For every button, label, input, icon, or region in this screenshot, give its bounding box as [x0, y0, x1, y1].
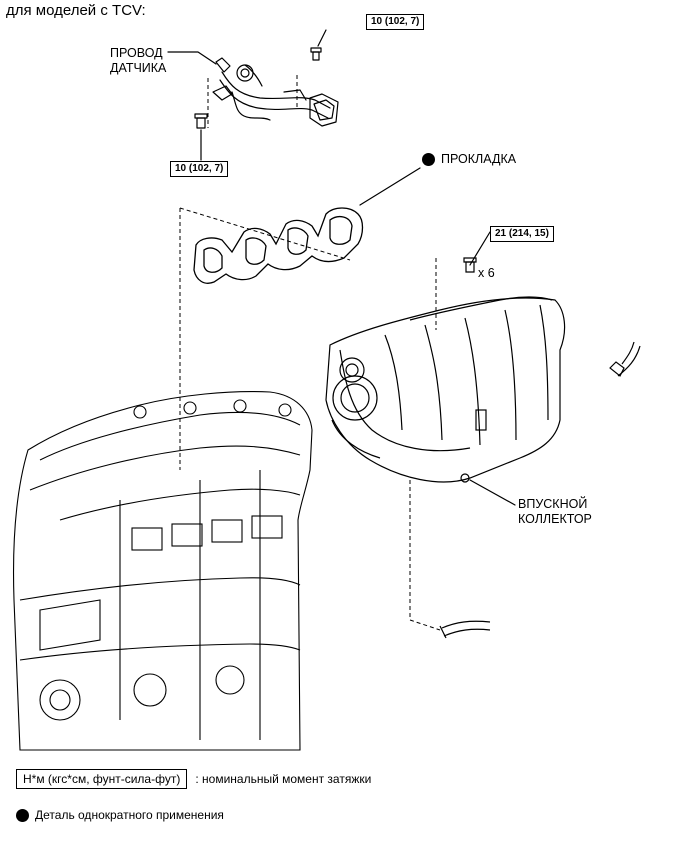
torque-box-wire-lower: 10 (102, 7): [170, 161, 229, 177]
bolt-count-label: x 6: [478, 266, 495, 280]
page-title: для моделей с TCV:: [6, 2, 146, 19]
legend-unit-description: : номинальный момент затяжки: [195, 772, 372, 786]
intake-manifold-label: ВПУСКНОЙ КОЛЛЕКТОР: [518, 497, 592, 527]
intake-manifold-label-line2: КОЛЛЕКТОР: [518, 512, 592, 526]
sensor-wire-label-line1: ПРОВОД: [110, 46, 163, 60]
legend-single-use-text: Деталь однократного применения: [35, 808, 224, 822]
torque-box-manifold: 21 (214, 15): [490, 226, 554, 242]
gasket-drawing: [193, 207, 364, 284]
engine-block-drawing: [12, 391, 313, 751]
intake-manifold-drawing: [325, 257, 641, 639]
torque-box-wire-upper: 10 (102, 7): [366, 14, 425, 30]
sensor-wire-drawing: [212, 57, 339, 127]
single-use-dot-icon-legend: [16, 808, 29, 822]
gasket-label: ПРОКЛАДКА: [441, 152, 517, 166]
sensor-wire-label: ПРОВОД ДАТЧИКА: [110, 46, 166, 76]
gasket-label-group: ПРОКЛАДКА: [422, 152, 516, 167]
wire-bolts: [194, 47, 322, 129]
legend-single-use: Деталь однократного применения: [16, 808, 224, 822]
intake-manifold-label-line1: ВПУСКНОЙ: [518, 497, 588, 511]
legend-torque: Н*м (кгс*см, фунт-сила-фут) : номинальны…: [16, 769, 371, 789]
legend-unit-box: Н*м (кгс*см, фунт-сила-фут): [16, 769, 188, 789]
single-use-dot-icon: [422, 153, 435, 166]
sensor-wire-label-line2: ДАТЧИКА: [110, 61, 167, 75]
